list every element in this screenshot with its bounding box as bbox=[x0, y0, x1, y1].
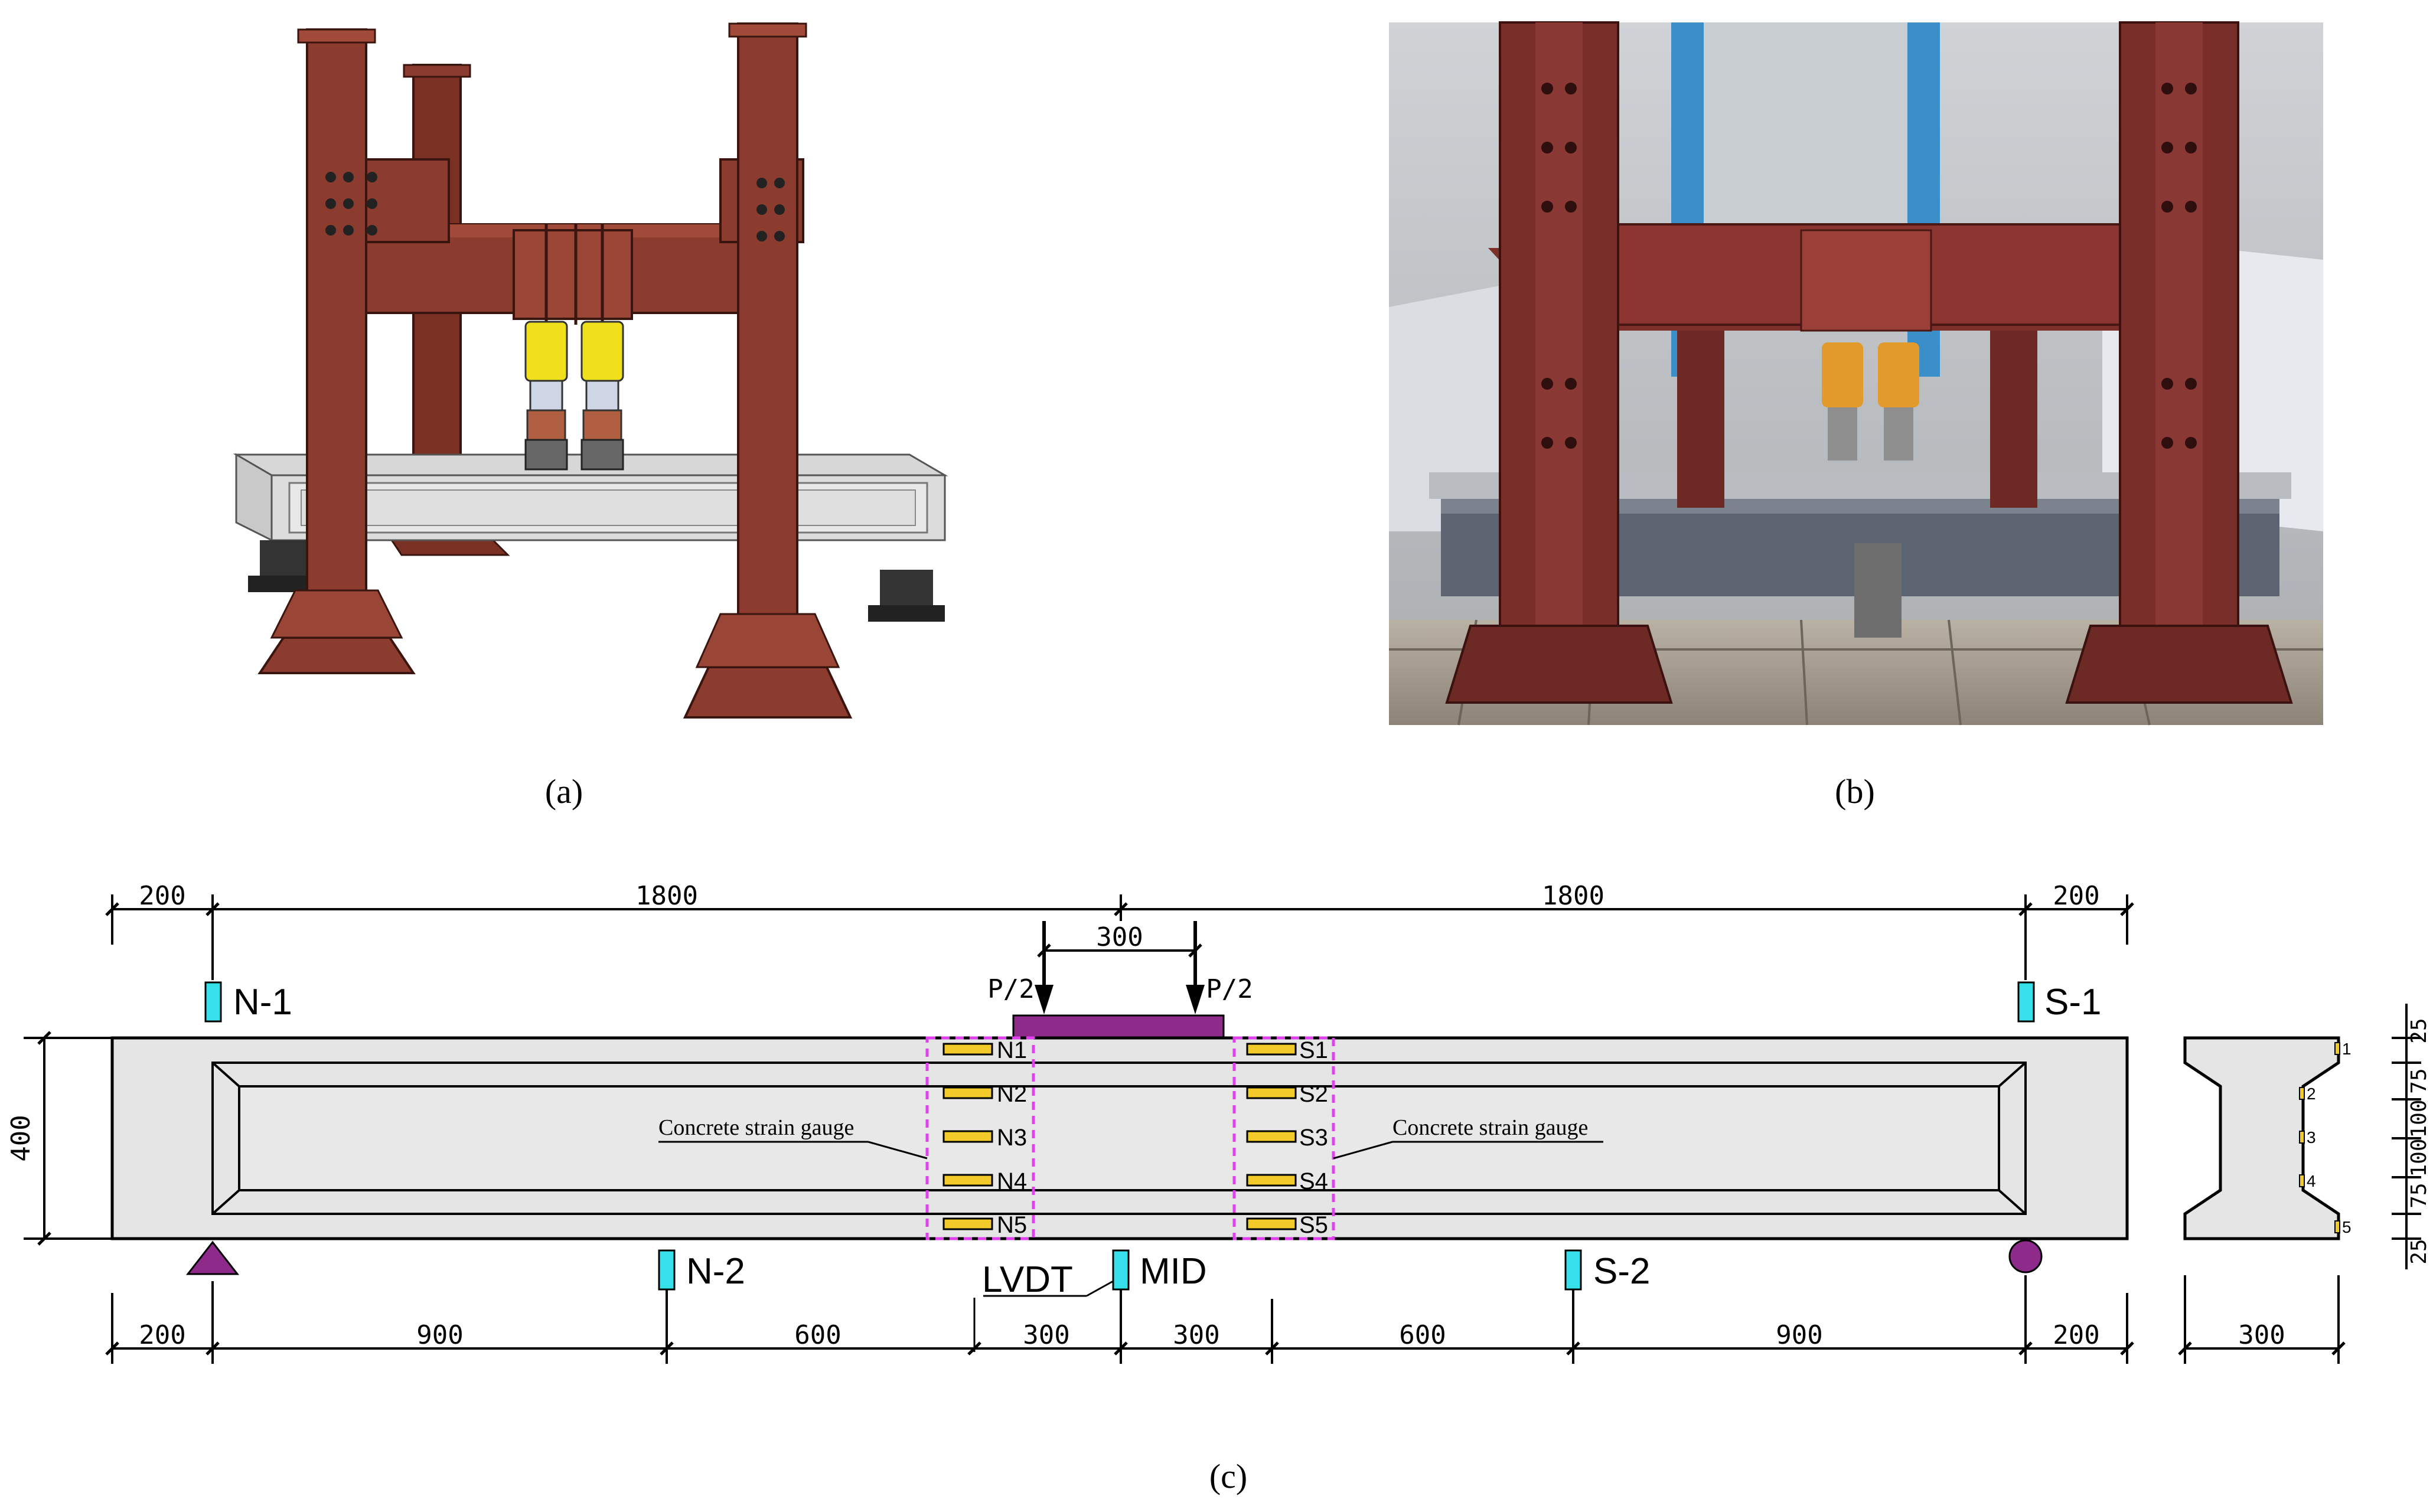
gauge-n4 bbox=[942, 1174, 993, 1187]
gauge-s2 bbox=[1246, 1086, 1297, 1099]
pin-support bbox=[185, 1240, 240, 1275]
bottom-dim-6: 600 bbox=[1399, 1320, 1446, 1350]
bottom-dim-2: 900 bbox=[416, 1320, 463, 1350]
strain-gauge-label-right: Concrete strain gauge bbox=[1392, 1115, 1588, 1140]
section-dim-100-bottom: 100 bbox=[2407, 1138, 2431, 1177]
gauge-s5-label: S5 bbox=[1299, 1212, 1328, 1238]
panel-b-label: (b) bbox=[1835, 772, 1875, 811]
panel-a-model bbox=[233, 22, 948, 719]
sensor-n1-label: N-1 bbox=[233, 982, 292, 1023]
bottom-dim-7: 900 bbox=[1776, 1320, 1822, 1350]
sensor-n1 bbox=[204, 981, 222, 1023]
roller-support bbox=[2008, 1239, 2043, 1273]
gauge-n3 bbox=[942, 1130, 993, 1143]
sensor-mid-label: MID bbox=[1140, 1251, 1207, 1292]
bottom-dim-8: 200 bbox=[2053, 1320, 2099, 1350]
panel-a-label: (a) bbox=[545, 772, 583, 811]
sensor-s2 bbox=[1564, 1249, 1582, 1291]
section-gauge-2: 2 bbox=[2307, 1085, 2316, 1103]
gauge-n4-label: N4 bbox=[997, 1168, 1027, 1194]
panel-c-label: (c) bbox=[1209, 1457, 1247, 1495]
section-gauge-5: 5 bbox=[2342, 1218, 2352, 1236]
section-dim-75-top: 75 bbox=[2407, 1068, 2431, 1093]
sensor-s2-label: S-2 bbox=[1593, 1251, 1650, 1292]
gauge-s4 bbox=[1246, 1174, 1297, 1187]
north-gauge-box bbox=[925, 1036, 1035, 1240]
panel-b-photo bbox=[1389, 21, 2323, 726]
top-dim-3: 300 bbox=[1096, 922, 1143, 952]
gauge-s2-label: S2 bbox=[1299, 1081, 1328, 1107]
gauge-s4-label: S4 bbox=[1299, 1168, 1328, 1194]
top-dim-5: 200 bbox=[2053, 881, 2099, 911]
section-gauge-4: 4 bbox=[2307, 1172, 2316, 1190]
gauge-n3-label: N3 bbox=[997, 1125, 1027, 1151]
load-right-label: P/2 bbox=[1206, 974, 1253, 1004]
gauge-s1-label: S1 bbox=[1299, 1037, 1328, 1063]
sensor-s1 bbox=[2017, 981, 2035, 1023]
gauge-n1-label: N1 bbox=[997, 1037, 1027, 1063]
section-gauge-3: 3 bbox=[2307, 1128, 2316, 1147]
lvdt-label: LVDT bbox=[982, 1259, 1073, 1300]
section-dim-100-top: 100 bbox=[2407, 1099, 2431, 1138]
load-plate bbox=[1012, 1014, 1225, 1039]
south-gauge-box bbox=[1232, 1036, 1335, 1240]
section-width-dim: 300 bbox=[2238, 1320, 2285, 1350]
section-dim-25-bottom: 25 bbox=[2407, 1239, 2431, 1264]
panel-c-drawing bbox=[24, 894, 2421, 1364]
sensor-mid bbox=[1112, 1249, 1130, 1291]
top-dim-4: 1800 bbox=[1542, 881, 1604, 911]
gauge-n5-label: N5 bbox=[997, 1212, 1027, 1238]
section-dim-75-bottom: 75 bbox=[2407, 1183, 2431, 1208]
gauge-n5 bbox=[942, 1217, 993, 1230]
bottom-dim-3: 600 bbox=[794, 1320, 841, 1350]
sensor-n2-label: N-2 bbox=[686, 1251, 745, 1292]
load-left-label: P/2 bbox=[987, 974, 1034, 1004]
gauge-n2 bbox=[942, 1086, 993, 1099]
strain-gauge-label-left: Concrete strain gauge bbox=[658, 1115, 854, 1140]
sensor-n2 bbox=[658, 1249, 676, 1291]
section-dim-25-top: 25 bbox=[2407, 1018, 2431, 1043]
sensor-s1-label: S-1 bbox=[2044, 982, 2101, 1023]
section-gauge-1: 1 bbox=[2342, 1040, 2352, 1058]
gauge-n2-label: N2 bbox=[997, 1081, 1027, 1107]
gauge-s3 bbox=[1246, 1130, 1297, 1143]
top-dim-1: 200 bbox=[139, 881, 185, 911]
gauge-n1 bbox=[942, 1043, 993, 1056]
bottom-dim-5: 300 bbox=[1173, 1320, 1219, 1350]
gauge-s3-label: S3 bbox=[1299, 1125, 1328, 1151]
height-dim: 400 bbox=[6, 1115, 36, 1161]
gauge-s1 bbox=[1246, 1043, 1297, 1056]
bottom-dim-1: 200 bbox=[139, 1320, 185, 1350]
gauge-s5 bbox=[1246, 1217, 1297, 1230]
top-dim-2: 1800 bbox=[635, 881, 698, 911]
bottom-dim-4: 300 bbox=[1023, 1320, 1069, 1350]
